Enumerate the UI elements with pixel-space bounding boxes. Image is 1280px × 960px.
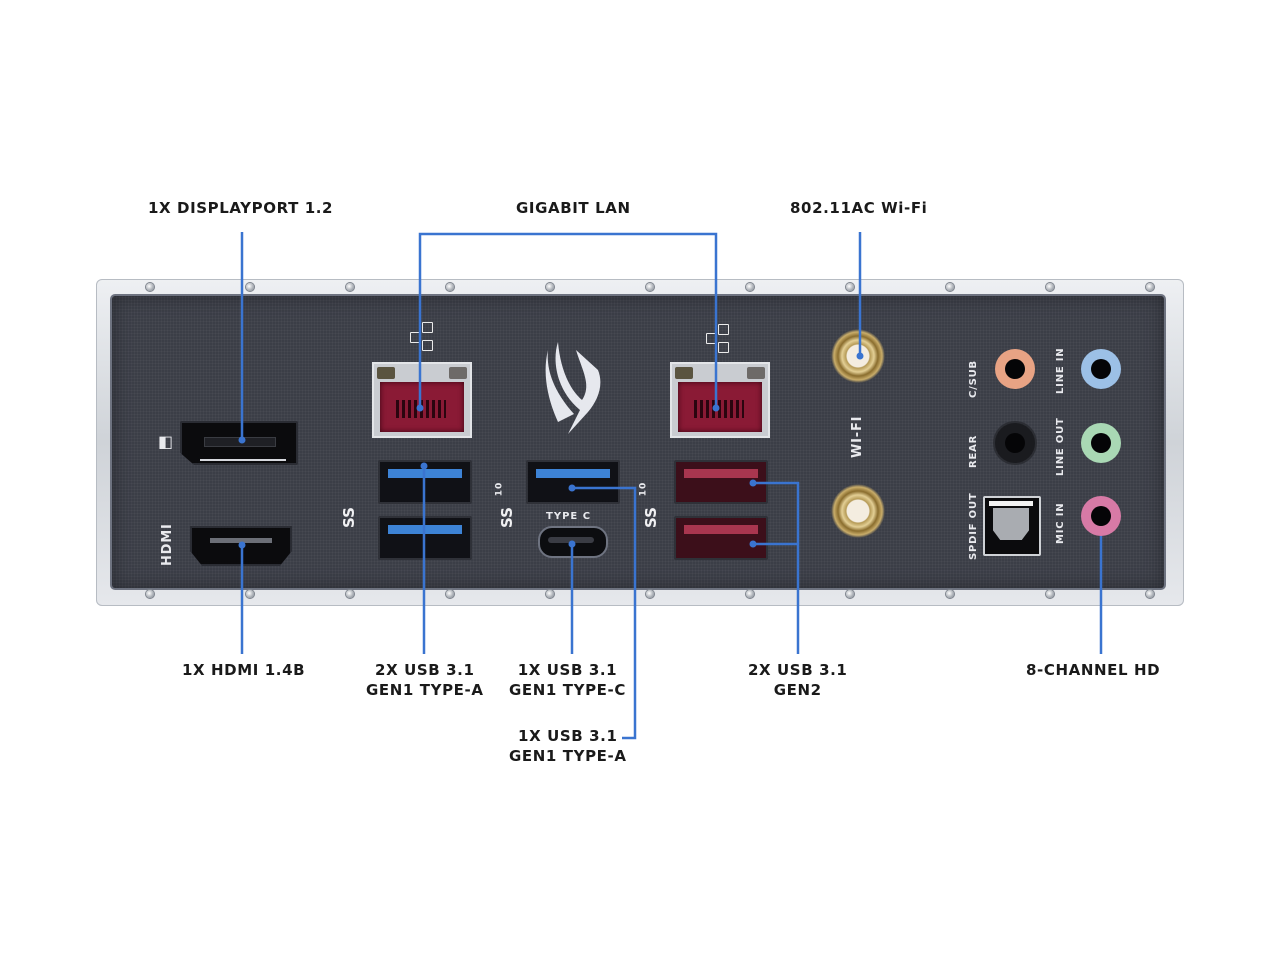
audio-label-rear: REAR [968,434,979,468]
audio-jack-mic-in [1081,496,1121,536]
usb-gen2-port-1 [674,460,768,504]
screw-icon [846,590,854,598]
screw-icon [546,283,554,291]
callout-line-2: GEN1 TYPE-C [509,681,626,699]
callout-line-2: GEN2 [773,681,822,699]
audio-label-line-in: LINE IN [1055,347,1066,394]
callout-displayport: 1X DISPLAYPORT 1.2 [148,199,334,217]
hdmi-panel-label: HDMI [160,523,175,566]
screw-icon [846,283,854,291]
screw-icon [246,590,254,598]
lan-led [675,367,693,379]
lan-icon [718,324,729,335]
screw-icon [346,283,354,291]
screw-icon [146,590,154,598]
lan-icon [706,333,717,344]
ss10-superscript: 10 [494,481,505,497]
callout-hdmi: 1X HDMI 1.4B [182,661,306,679]
callout-line-1: 2X USB 3.1 [748,661,848,679]
usb-gen1-typea-port-1 [378,460,472,504]
callout-usb-gen1-typea-x2: 2X USB 3.1 GEN1 TYPE-A [366,660,484,700]
screw-icon [346,590,354,598]
callout-line-1: 1X USB 3.1 [517,661,618,679]
lan-led [449,367,467,379]
displayport-port [180,421,298,465]
screw-icon [646,283,654,291]
screw-icon [946,590,954,598]
audio-label-mic-in: MIC IN [1055,502,1066,544]
callout-line-1: 1X USB 3.1 [518,727,618,745]
lan-icon [718,342,729,353]
screw-icon [546,590,554,598]
callout-usb-gen1-typea-x1: 1X USB 3.1 GEN1 TYPE-A [509,726,627,766]
lan-port-1 [372,362,472,438]
audio-jack-rear [995,423,1035,463]
callout-line-2: GEN1 TYPE-A [366,681,484,699]
callout-audio: 8-CHANNEL HD [1026,661,1161,679]
callout-usb-gen2: 2X USB 3.1 GEN2 [748,660,847,700]
callout-usb-gen1-typec: 1X USB 3.1 GEN1 TYPE-C [509,660,626,700]
lan-led [377,367,395,379]
callout-line-1: 2X USB 3.1 [375,661,475,679]
usb-ss10-logo-icon: SS [642,507,660,528]
callout-wifi: 802.11AC Wi-Fi [790,199,928,217]
screw-icon [746,590,754,598]
usb-gen1-typea-port-2 [378,516,472,560]
screw-icon [1046,283,1054,291]
audio-jack-line-out [1081,423,1121,463]
lan-led [747,367,765,379]
ss10-superscript: 10 [638,481,649,497]
displayport-logo-icon: ◧ [158,432,175,451]
screw-icon [1046,590,1054,598]
callout-gigabit-lan: GIGABIT LAN [516,199,631,217]
callout-line-2: GEN1 TYPE-A [509,747,627,765]
screw-icon [246,283,254,291]
lan-icon [422,340,433,351]
usb-ss10-logo-icon: SS [498,507,516,528]
audio-jack-line-in [1081,349,1121,389]
rog-logo-icon [545,342,601,434]
usb-gen2-port-2 [674,516,768,560]
wifi-antenna-connector-1 [831,329,885,383]
type-c-panel-label: TYPE C [546,511,592,522]
hdmi-port [190,526,292,566]
screw-icon [746,283,754,291]
lan-port-2 [670,362,770,438]
audio-label-line-out: LINE OUT [1055,417,1066,476]
screw-icon [1146,590,1154,598]
screw-icon [446,283,454,291]
usb-ss-logo-icon: SS [340,507,358,528]
lan-icon [410,332,421,343]
spdif-optical-port [983,496,1041,556]
audio-label-c-sub: C/SUB [968,360,979,398]
audio-jack-c-sub [995,349,1035,389]
screw-icon [146,283,154,291]
screw-icon [1146,283,1154,291]
screw-icon [646,590,654,598]
usb-type-c-port [538,526,608,558]
audio-label-spdif-out: SPDIF OUT [968,492,979,560]
lan-icon [422,322,433,333]
wifi-antenna-connector-2 [831,484,885,538]
screw-icon [946,283,954,291]
usb-gen1-typea-port-3 [526,460,620,504]
wifi-panel-label: WI-FI [850,415,865,458]
screw-icon [446,590,454,598]
